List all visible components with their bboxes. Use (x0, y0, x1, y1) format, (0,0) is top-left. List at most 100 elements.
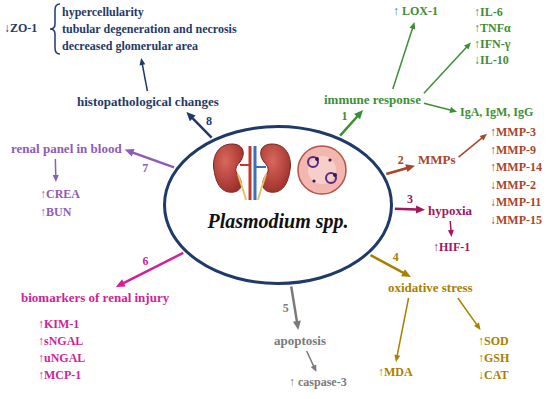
finding-list: hypercellularitytubular degeneration and… (62, 4, 237, 55)
connector-arrow (394, 298, 408, 362)
marker-label: ↑HIF-1 (433, 240, 470, 255)
arrow-head (405, 164, 415, 172)
step-number: 1 (341, 110, 349, 122)
arrow-head (139, 58, 145, 65)
arrow-head (125, 149, 135, 157)
category-text: biomarkers of renal injury (21, 290, 169, 305)
arrow-head (449, 107, 457, 113)
category-label: MMPs (418, 152, 456, 167)
category-label: hypoxia (428, 203, 472, 218)
step-number: 8 (205, 115, 213, 127)
arrow-head (394, 355, 400, 362)
arrow-line (55, 159, 57, 176)
category-label: biomarkers of renal injury (21, 290, 169, 305)
marker-text: ↑ LOX-1 (393, 4, 438, 19)
connector-arrow (139, 58, 147, 91)
marker-text: ↑MMP-9 (490, 142, 542, 160)
marker-text: ↓MMP-15 (490, 212, 542, 230)
marker-text: ↑IFN-γ (474, 36, 511, 52)
arrow-line (458, 298, 477, 325)
marker-label: ↓ZO-1 (4, 21, 37, 36)
connector-arrow (459, 134, 487, 157)
marker-text: ↑uNGAL (38, 350, 85, 367)
arrow-head (311, 364, 317, 372)
arrow-head (474, 323, 481, 330)
marker-text: ↑SOD (478, 333, 509, 350)
marker-list: ↑CREA↑BUN (40, 185, 80, 221)
marker-text: ↑CREA (40, 185, 80, 203)
marker-list: ↑MMP-3↑MMP-9↑MMP-14↓MMP-2↓MMP-11↓MMP-15 (490, 124, 542, 229)
marker-text: ↑sNGAL (38, 333, 85, 350)
kidney-right (258, 144, 290, 200)
arrow-line (123, 253, 183, 283)
category-text: histopathological changes (77, 94, 219, 109)
marker-list: ↑KIM-1↑sNGAL↑uNGAL↑MCP-1 (38, 316, 85, 384)
finding-text: tubular degeneration and necrosis (62, 21, 237, 38)
category-label: renal panel in blood (11, 141, 122, 156)
arrow-head (53, 175, 59, 182)
marker-label: ↑ LOX-1 (393, 4, 438, 19)
step-number: 2 (397, 154, 405, 166)
finding-text: hypercellularity (62, 4, 237, 21)
connector-arrow (424, 42, 471, 93)
arrow-head (293, 320, 301, 330)
connector-arrow (424, 103, 457, 113)
marker-text: ↓MMP-11 (490, 194, 542, 212)
arrow-line (397, 298, 408, 356)
arrow-head (480, 134, 487, 141)
category-text: renal panel in blood (11, 141, 122, 156)
arrow-head (401, 269, 411, 277)
category-label: immune response (324, 92, 421, 107)
arrow-line (386, 168, 407, 174)
ellipse-shape (165, 127, 392, 284)
arrow-line (142, 64, 147, 91)
marker-text: ↑TNFα (474, 20, 511, 36)
step-number: 7 (141, 162, 149, 174)
arrow-line (393, 28, 413, 89)
marker-list: ↑IL-6↑TNFα↑IFN-γ↓IL-10 (474, 4, 511, 68)
marker-text: ↓IL-10 (474, 52, 511, 68)
marker-text: ↓MMP-2 (490, 177, 542, 195)
kidney-left (214, 144, 246, 200)
connector-arrow (395, 205, 425, 213)
connector-arrow (307, 351, 317, 372)
category-label: apoptosis (274, 333, 326, 348)
arrow-head (464, 42, 471, 49)
connector-arrow (116, 253, 183, 287)
marker-text: ↑MDA (378, 365, 413, 380)
marker-text: ↑ caspase-3 (289, 375, 347, 390)
arrow-line (395, 207, 417, 210)
marker-text: ↑MCP-1 (38, 367, 85, 384)
arrow-head (448, 230, 454, 237)
marker-text: IgA, IgM, IgG (460, 105, 533, 120)
arrow-line (424, 47, 467, 93)
marker-list: ↑SOD↑GSH↓CAT (478, 333, 509, 384)
connector-arrow (291, 286, 301, 330)
arrow-line (459, 138, 483, 157)
marker-text: ↑GSH (478, 350, 509, 367)
category-label: histopathological changes (77, 94, 219, 109)
connector-arrow (393, 22, 415, 89)
curly-bracket (50, 4, 60, 54)
arrow-head (354, 110, 363, 119)
arrow-head (416, 205, 425, 213)
arrow-head (116, 279, 126, 287)
category-text: hypoxia (428, 203, 472, 218)
infected-red-blood-cell (298, 146, 346, 194)
connector-arrow (125, 149, 174, 168)
marker-text: ↓CAT (478, 367, 509, 384)
marker-text: ↑KIM-1 (38, 316, 85, 333)
step-number: 4 (392, 251, 400, 263)
marker-label: IgA, IgM, IgG (460, 105, 533, 120)
arrow-line (132, 152, 174, 167)
marker-text: ↑MMP-14 (490, 159, 542, 177)
category-text: MMPs (418, 152, 456, 167)
marker-text: ↑BUN (40, 203, 80, 221)
arrow-line (450, 221, 452, 231)
category-label: oxidative stress (388, 280, 473, 295)
connector-arrow (448, 221, 454, 237)
connector-arrow (53, 159, 59, 182)
marker-text: ↓ZO-1 (4, 21, 37, 36)
step-number: 5 (282, 302, 290, 314)
connector-arrow (370, 255, 410, 277)
